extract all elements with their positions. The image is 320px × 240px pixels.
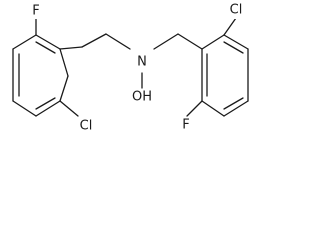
bond-left-ring-3 <box>59 75 69 102</box>
bond-left-ring-7 <box>12 34 37 50</box>
bond-right-ring-double-3 <box>223 97 244 110</box>
bond-right-ring-double-2 <box>223 41 244 54</box>
bond-left-ring-1 <box>35 34 61 50</box>
bond-right-ch2-ring <box>177 33 203 50</box>
bond-right-cl <box>223 17 237 36</box>
atom-label-cl-left: Cl <box>80 119 93 134</box>
bond-right-ring-1 <box>201 34 225 50</box>
bond-left-ring-4 <box>35 100 61 117</box>
atom-bg-cl-right <box>224 1 248 19</box>
atom-bg-cl-left <box>76 118 96 134</box>
bond-left-cl <box>59 100 79 117</box>
bond-lines <box>12 17 249 117</box>
atom-label-oh: OH <box>132 90 152 105</box>
bond-right-f <box>186 100 203 117</box>
bond-left-ring-double-2 <box>35 97 56 110</box>
structure-diagram: F Cl N OH Cl F <box>12 1 249 134</box>
bond-right-ring-2 <box>223 34 249 50</box>
bond-left-ch2-n <box>105 33 131 50</box>
bond-left-ring-2 <box>59 48 69 77</box>
bond-left-ch2-a <box>59 46 83 50</box>
atom-bg-oh <box>129 89 155 105</box>
bond-left-ch2-b <box>81 33 107 48</box>
atom-bg-n <box>131 53 151 71</box>
bond-right-ring-5 <box>201 100 225 117</box>
bond-left-ring-double-1 <box>35 41 56 54</box>
atom-bg-f-left <box>29 3 43 19</box>
atom-label-f-right: F <box>182 118 189 133</box>
bond-n-right-ch2 <box>153 33 179 50</box>
atom-label-f-left: F <box>32 4 39 19</box>
atom-bg-f-right <box>178 117 194 133</box>
bond-right-ring-4 <box>223 100 249 117</box>
bond-left-ring-5 <box>12 100 37 117</box>
atom-label-n: N <box>137 55 147 70</box>
atom-labels: F Cl N OH Cl F <box>29 1 248 134</box>
atom-label-cl-right: Cl <box>230 3 243 18</box>
